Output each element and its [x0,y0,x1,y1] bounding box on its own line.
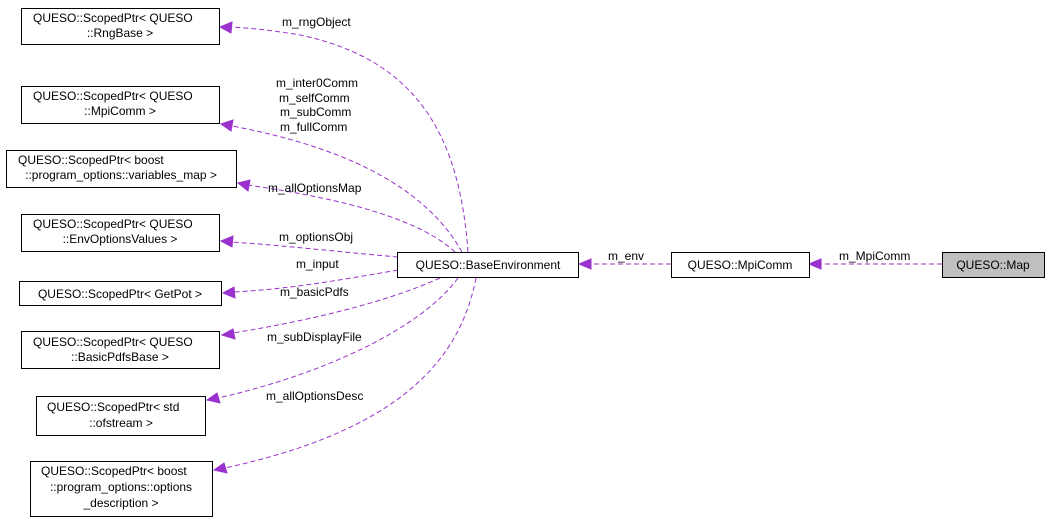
label-all-options-map: m_allOptionsMap [268,181,362,195]
label-basic-pdfs: m_basicPdfs [280,285,349,299]
arrowhead [219,235,234,248]
node-env-options[interactable]: QUESO::ScopedPtr< QUESO ::EnvOptionsValu… [21,214,220,252]
node-label: QUESO::ScopedPtr< std [47,400,179,414]
arrowhead [219,119,234,132]
arrowhead [807,258,822,270]
node-label: QUESO::ScopedPtr< QUESO [33,11,193,25]
label-self-comm: m_selfComm [279,91,350,105]
node-label: QUESO::Map [956,258,1030,272]
node-label: ::program_options::variables_map > [25,168,217,182]
node-base-environment[interactable]: QUESO::BaseEnvironment [397,252,579,278]
node-mpi-comm-ptr[interactable]: QUESO::ScopedPtr< QUESO ::MpiComm > [21,86,220,124]
node-label: QUESO::ScopedPtr< boost [18,153,164,167]
node-label: ::RngBase > [87,26,153,40]
arrowhead [221,286,236,299]
node-getpot[interactable]: QUESO::ScopedPtr< GetPot > [19,281,222,306]
label-sub-comm: m_subComm [280,105,351,119]
node-basic-pdfs[interactable]: QUESO::ScopedPtr< QUESO ::BasicPdfsBase … [21,331,220,369]
label-env: m_env [608,249,644,263]
node-label: QUESO::ScopedPtr< QUESO [33,89,193,103]
node-label: ::BasicPdfsBase > [71,350,169,364]
label-full-comm: m_fullComm [280,120,347,134]
node-label: QUESO::ScopedPtr< GetPot > [38,287,202,301]
label-rng-object: m_rngObject [282,15,351,29]
edge-all-options-map [247,184,456,253]
node-label: ::ofstream > [89,416,153,430]
node-variables-map[interactable]: QUESO::ScopedPtr< boost ::program_option… [6,150,237,188]
label-inter0-comm: m_inter0Comm [276,76,358,90]
node-options-desc[interactable]: QUESO::ScopedPtr< boost ::program_option… [30,461,213,517]
node-label: QUESO::MpiComm [688,258,793,272]
label-sub-display-file: m_subDisplayFile [267,330,362,344]
node-label: QUESO::ScopedPtr< QUESO [33,335,193,349]
arrowhead [220,328,236,340]
arrowhead [218,21,233,34]
arrowhead [236,179,251,192]
arrowhead [212,462,228,474]
edge-options-obj [231,241,399,258]
edge-sub-display-file [217,277,459,399]
node-label: ::EnvOptionsValues > [63,232,178,246]
node-mpi-comm[interactable]: QUESO::MpiComm [671,252,810,278]
edge-input [233,269,399,293]
arrowhead [577,258,592,270]
edge-all-options-desc [224,277,477,469]
node-label: QUESO::ScopedPtr< boost [41,464,187,478]
edge-basic-pdfs [232,277,441,334]
node-label: _description > [82,496,158,510]
node-ofstream[interactable]: QUESO::ScopedPtr< std ::ofstream > [36,396,206,436]
edge-comms [231,125,463,253]
label-input: m_input [296,257,339,271]
node-label: QUESO::BaseEnvironment [416,258,561,272]
edge-labels: m_rngObject m_inter0Comm m_selfComm m_su… [266,15,910,403]
node-label: ::MpiComm > [84,104,156,118]
node-label: ::program_options::options [50,480,192,494]
edges [205,21,942,474]
node-rng-base[interactable]: QUESO::ScopedPtr< QUESO ::RngBase > [21,8,220,45]
node-map[interactable]: QUESO::Map [942,252,1045,278]
edge-rng-object [229,26,469,253]
label-mpi-comm: m_MpiComm [839,249,910,263]
label-options-obj: m_optionsObj [279,230,353,244]
label-all-options-desc: m_allOptionsDesc [266,389,363,403]
node-label: QUESO::ScopedPtr< QUESO [33,217,193,231]
arrowhead [205,392,221,404]
